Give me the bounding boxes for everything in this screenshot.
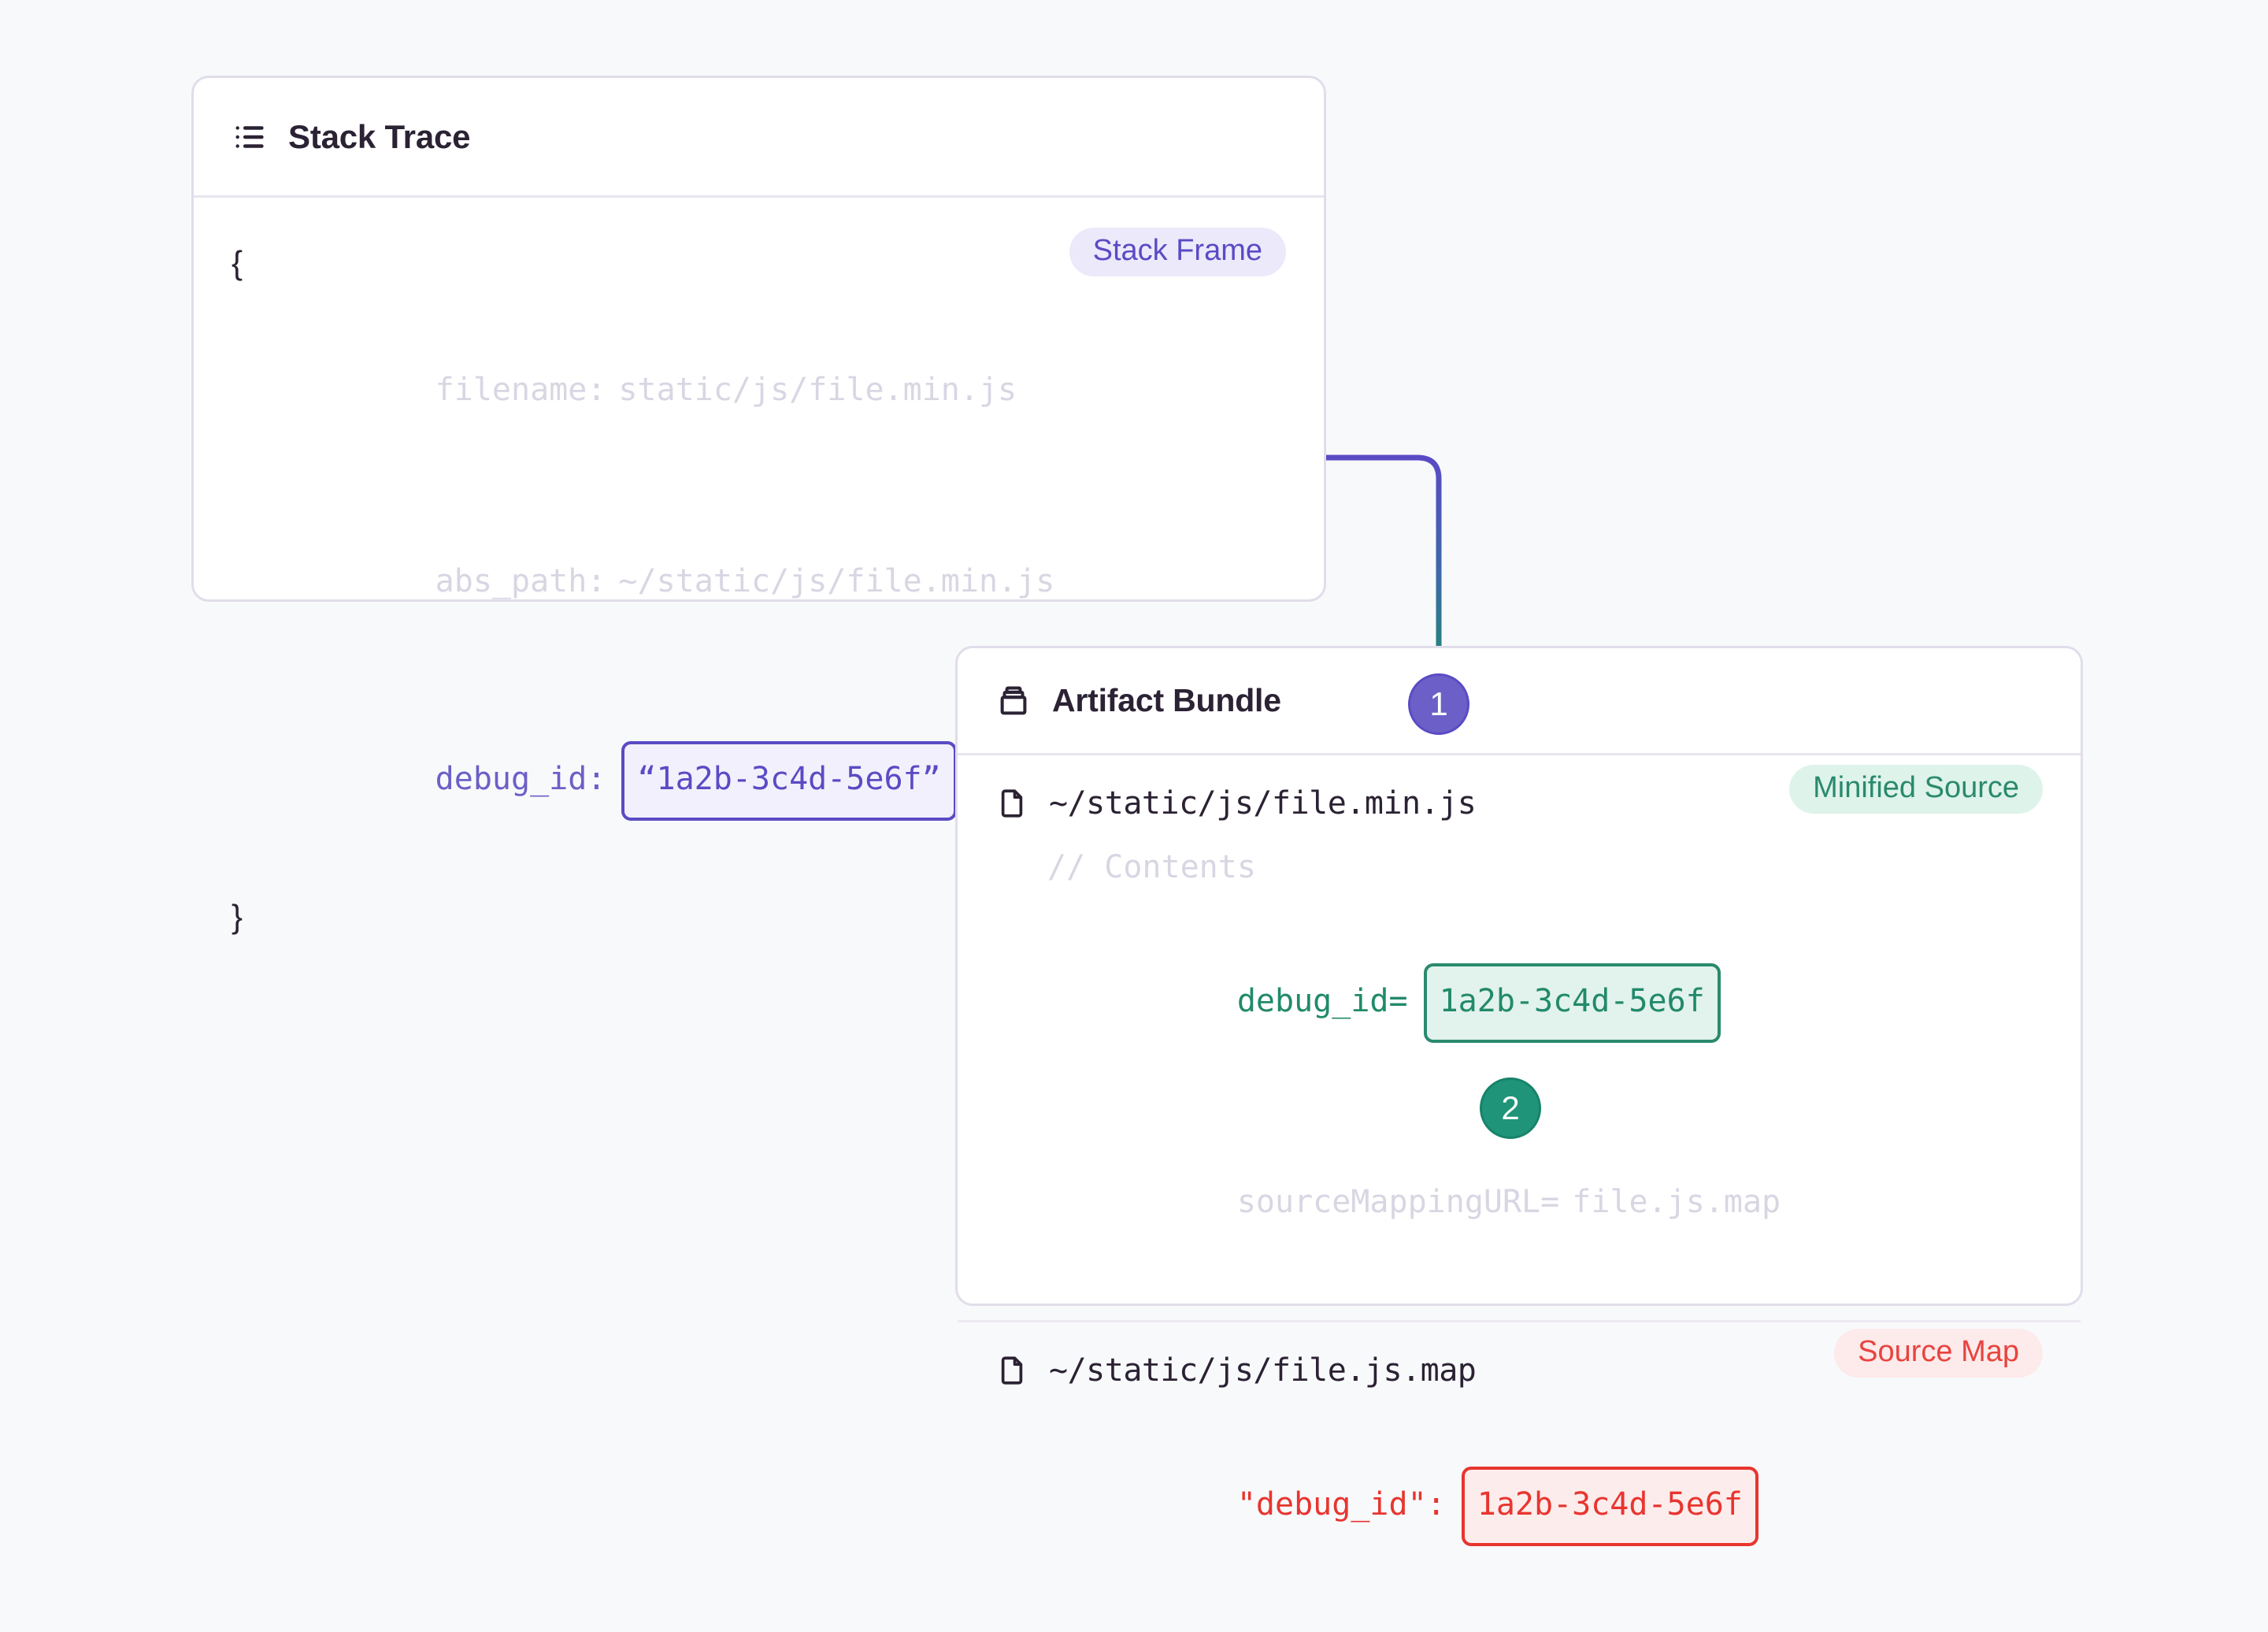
field-filename: filename: static/js/file.min.js [232,295,1286,486]
minified-debug-id-value[interactable]: 1a2b-3c4d-5e6f [1423,963,1721,1043]
artifact-bundle-card: Artifact Bundle Minified Source ~/static… [955,646,2083,1546]
source-mapping-url-value: file.js.map [1572,1184,1781,1220]
field-abs-path-key: abs_path: [435,563,606,599]
minified-debug-id-line: debug_id= 1a2b-3c4d-5e6f [1047,899,2043,1107]
file-section-source-map: Source Map ~/static/js/file.js.map "debu… [958,1320,2081,1632]
file-lines-source-map: "debug_id": 1a2b-3c4d-5e6f [995,1403,2043,1610]
diagram-stage: Stack Trace Stack Frame { filename: stati… [191,76,2083,1546]
stack-trace-body: Stack Frame { filename: static/js/file.mi… [194,198,1324,980]
artifact-bundle-header: Artifact Bundle [958,648,2081,755]
stack-trace-debug-id-value[interactable]: “1a2b-3c4d-5e6f” [621,741,957,821]
stack-trace-title: Stack Trace [288,117,471,155]
sourcemap-debug-id-line: "debug_id": 1a2b-3c4d-5e6f [1047,1403,2043,1610]
file-lines-minified: // Contents debug_id= 1a2b-3c4d-5e6f sour… [995,836,2043,1298]
json-close-brace: } [232,898,243,935]
field-debug-id-key: debug_id: [435,761,606,797]
file-row-minified: ~/static/js/file.min.js [995,785,2043,822]
file-section-minified-source: Minified Source ~/static/js/file.min.js … [958,755,2081,1320]
stack-frame-badge: Stack Frame [1069,228,1286,276]
source-mapping-url-key: sourceMappingURL= [1236,1184,1560,1220]
step-badge-1[interactable]: 1 [1408,673,1469,735]
step-badge-2[interactable]: 2 [1480,1077,1541,1139]
sourcemap-debug-id-key: "debug_id": [1236,1486,1446,1523]
field-abs-path: abs_path: ~/static/js/file.min.js [232,486,1286,677]
json-open-brace: { [232,244,243,281]
file-row-source-map: ~/static/js/file.js.map [995,1352,2043,1389]
source-map-badge: Source Map [1834,1329,2043,1378]
field-abs-path-value: ~/static/js/file.min.js [618,563,1055,599]
field-debug-id: debug_id: “1a2b-3c4d-5e6f” [232,677,1286,885]
field-filename-key: filename: [435,372,606,408]
file-name-source-map: ~/static/js/file.js.map [1049,1352,1477,1389]
file-name-minified: ~/static/js/file.min.js [1049,785,1477,822]
artifact-bundle-title: Artifact Bundle [1052,682,1281,718]
archive-box-icon [995,683,1032,719]
file-icon [995,1354,1028,1387]
field-filename-value: static/js/file.min.js [618,372,1017,408]
sourcemap-debug-id-value[interactable]: 1a2b-3c4d-5e6f [1461,1467,1758,1546]
minified-debug-id-key: debug_id= [1236,983,1408,1019]
stack-trace-card: Stack Trace Stack Frame { filename: stati… [191,76,1326,935]
minified-source-badge: Minified Source [1789,765,2043,814]
source-mapping-url-line: sourceMappingURL= file.js.map [1047,1107,2043,1298]
file-icon [995,787,1028,820]
minified-contents-comment: // Contents [1047,849,1256,885]
list-icon [232,119,268,155]
stack-trace-header: Stack Trace [194,78,1324,198]
